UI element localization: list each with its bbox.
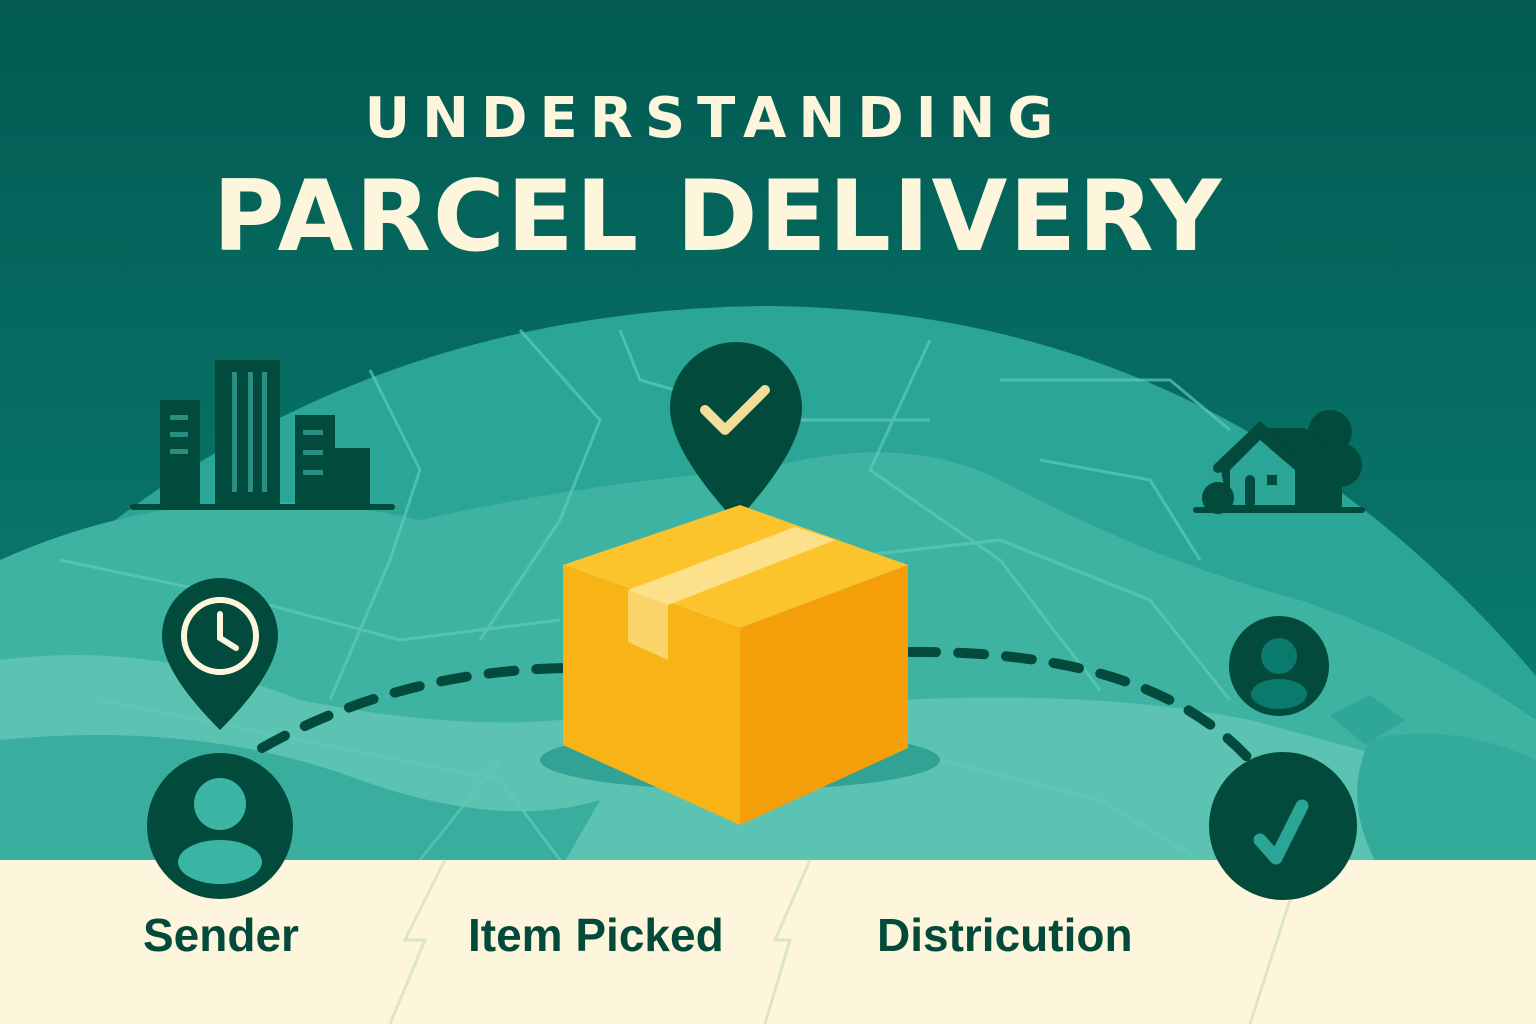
house-icon: [1193, 410, 1365, 514]
route-dashed-line: [257, 646, 1255, 765]
step-label-item-picked: Item Picked: [468, 909, 724, 961]
office-building-icon: [130, 360, 395, 510]
parcel-box-icon: [540, 505, 940, 825]
page-title: PARCEL DELIVERY: [212, 160, 1224, 274]
step-label-sender: Sender: [143, 909, 299, 961]
recipient-user-icon: [1229, 616, 1329, 716]
step-label-distribution: Districution: [877, 909, 1133, 961]
clock-pin-icon: [161, 577, 279, 730]
check-pin-icon: [670, 342, 802, 522]
subtitle: UNDERSTANDING: [364, 86, 1066, 151]
check-circle-icon: [1209, 752, 1357, 900]
user-icon: [147, 753, 293, 899]
